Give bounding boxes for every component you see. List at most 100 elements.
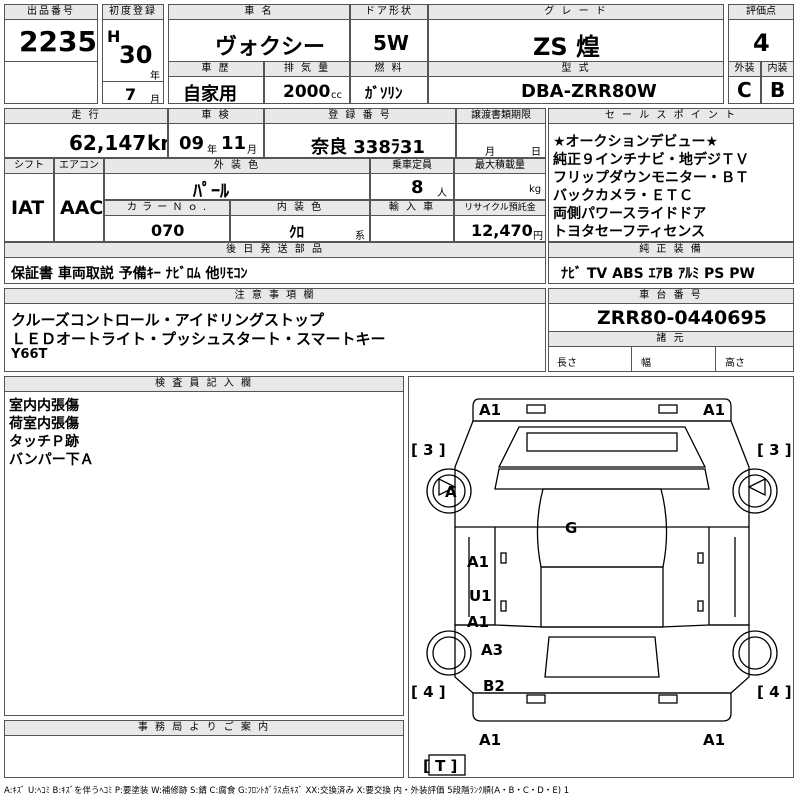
score-int-cell: 内装 B (761, 61, 794, 104)
score-int-label: 内装 (762, 62, 793, 77)
color-no-cell: カ ラ ー Ｎ ｏ . 070 (104, 200, 230, 242)
load-label: 最大積載量 (455, 159, 545, 174)
shift-label: シフト (5, 159, 53, 174)
lot-number-cell: 出品番号 2235 (4, 4, 98, 62)
first-reg-year-unit: 年 (150, 71, 160, 82)
sale-point-item: バックカメラ・ＥＴＣ (553, 188, 693, 204)
transfer-day-unit: 日 (531, 147, 541, 158)
door-cell: ドア形状 5W (350, 4, 428, 62)
sale-point-item: ★オークションデビュー★ (553, 134, 719, 150)
equipment-cell: 純 正 装 備 ﾅﾋﾞ TV ABS ｴｱB ｱﾙﾐ PS PW (548, 242, 794, 284)
displacement-label: 排 気 量 (265, 62, 349, 77)
first-reg-month: 7 (125, 85, 137, 104)
recycle-unit: 円 (533, 231, 543, 242)
inspector-label: 検 査 員 記 入 欄 (5, 377, 403, 392)
chassis-cell: 車 台 番 号 ZRR80-0440695 (548, 288, 794, 332)
car-name-label: 車 名 (169, 5, 349, 20)
shift-value: IAT (11, 197, 45, 219)
notes-line: クルーズコントロール・アイドリングストップ (11, 311, 325, 329)
capacity-cell: 乗車定員 8 人 (370, 158, 454, 200)
history-cell: 車 歴 自家用 (168, 61, 264, 104)
first-reg-era: H (107, 27, 121, 46)
grade-value: ZS 煌 (533, 33, 601, 61)
spare-tire: [ T ] (423, 757, 458, 775)
specs-width: 幅 (641, 358, 651, 369)
specs-cell: 諸 元 長さ 幅 高さ (548, 331, 794, 372)
first-reg-cell: 初度登録 H 30 年 7 月 (102, 4, 164, 104)
later-parts-label: 後 日 発 送 部 品 (5, 243, 545, 258)
displacement-value: 2000 (283, 82, 331, 102)
recycle-cell: リサイクル預託金 12,470 円 (454, 200, 546, 242)
damage-mark: A3 (481, 641, 504, 659)
recycle-label: リサイクル預託金 (455, 201, 545, 216)
car-diagram-svg (426, 398, 778, 776)
equipment-value: ﾅﾋﾞ TV ABS ｴｱB ｱﾙﾐ PS PW (561, 266, 755, 282)
model-cell: 型 式 DBA-ZRR80W (428, 61, 724, 104)
car-diagram: A1 A1 A G A1 U1 A1 A3 B2 A1 A1 [ 3 ] [ 3… (408, 376, 794, 778)
lot-number-label: 出品番号 (5, 5, 97, 20)
damage-mark: A1 (703, 401, 726, 419)
fuel-cell: 燃 料 ｶﾞｿﾘﾝ (350, 61, 428, 104)
score-ext-value: C (737, 78, 752, 102)
first-reg-year: 30 (119, 41, 153, 69)
notes-line: ＬＥＤオートライト・プッシュスタート・スマートキー (11, 330, 386, 348)
shift-cell: シフト IAT (4, 158, 54, 242)
aircon-label: エアコン (55, 159, 103, 174)
tire-depth: [ 3 ] (757, 441, 792, 459)
int-color-unit: 系 (355, 231, 365, 242)
tire-depth: [ 4 ] (757, 683, 792, 701)
int-color-value: ｸﾛ (289, 223, 305, 241)
damage-mark: U1 (469, 587, 492, 605)
score-ext-cell: 外装 C (728, 61, 761, 104)
damage-mark: A1 (479, 731, 502, 749)
tire-depth: [ 4 ] (411, 683, 446, 701)
reg-no-label: 登 録 番 号 (265, 109, 455, 124)
inspection-cell: 車 検 09 年 11 月 (168, 108, 264, 158)
sale-point-item: 純正９インチナビ・地デジＴＶ (553, 152, 749, 168)
notes-line: Y66T (11, 347, 48, 362)
chassis-label: 車 台 番 号 (549, 289, 793, 304)
import-label: 輸 入 車 (371, 201, 453, 216)
tire-depth: [ 3 ] (411, 441, 446, 459)
chassis-value: ZRR80-0440695 (597, 307, 767, 329)
sale-point-item: フリップダウンモニター・ＢＴ (553, 170, 749, 186)
mileage-value: 62,147 (69, 131, 147, 155)
aircon-cell: エアコン AAC (54, 158, 104, 242)
sale-points-label: セ ー ル ス ポ イ ン ト (549, 109, 793, 124)
score-value: 4 (753, 29, 770, 57)
legend: A:ｷｽﾞ U:ﾍｺﾐ B:ｷｽﾞを伴うﾍｺﾐ P:要塗装 W:補修跡 S:錆 … (4, 786, 570, 796)
int-color-label: 内 装 色 (231, 201, 369, 216)
damage-mark: A1 (467, 553, 490, 571)
inspector-line: 室内内張傷 (9, 398, 79, 414)
color-no-label: カ ラ ー Ｎ ｏ . (105, 201, 229, 216)
grade-label: グ レ ー ド (429, 5, 723, 20)
displacement-unit: cc (331, 90, 342, 101)
specs-height: 高さ (725, 358, 745, 369)
model-value: DBA-ZRR80W (521, 81, 657, 102)
aircon-value: AAC (60, 197, 104, 219)
damage-mark: A1 (703, 731, 726, 749)
notes-cell: 注 意 事 項 欄 クルーズコントロール・アイドリングストップ ＬＥＤオートライ… (4, 288, 546, 372)
reg-no-value: 奈良 338ﾗ31 (311, 137, 425, 158)
door-value: 5W (373, 31, 409, 55)
score-cell: 評価点 4 (728, 4, 794, 62)
load-cell: 最大積載量 kg (454, 158, 546, 200)
capacity-value: 8 (411, 177, 424, 198)
specs-label: 諸 元 (549, 332, 793, 347)
car-name-cell: 車 名 ヴォクシー (168, 4, 350, 62)
inspector-line: バンパー下Ａ (9, 452, 94, 468)
transfer-month-unit: 月 (485, 147, 495, 158)
color-no-value: 070 (151, 221, 185, 240)
ext-color-label: 外 装 色 (105, 159, 369, 174)
score-int-value: B (770, 78, 786, 102)
lot-number-value: 2235 (19, 25, 97, 58)
damage-mark: A (445, 483, 457, 501)
inspection-month-unit: 月 (247, 145, 257, 156)
later-parts-value: 保証書 車両取説 予備ｷｰ ﾅﾋﾞﾛﾑ 他ﾘﾓｺﾝ (11, 266, 248, 282)
damage-mark: B2 (483, 677, 505, 695)
mileage-unit: km (147, 131, 167, 155)
damage-mark: A1 (467, 613, 490, 631)
score-label: 評価点 (729, 5, 793, 20)
inspection-year-unit: 年 (207, 145, 217, 156)
office-cell: 事 務 局 よ り ご 案 内 (4, 720, 404, 778)
